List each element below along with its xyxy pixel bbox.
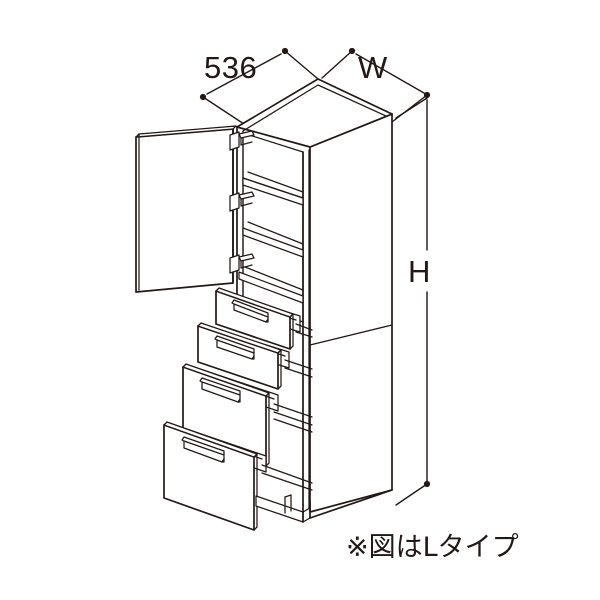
door-hinge-bottom [229, 253, 255, 274]
cabinet-shelf-bottom [238, 266, 304, 304]
dimension-label-depth: 536 [204, 50, 258, 85]
dimension-label-height: H [408, 254, 431, 289]
door-hinge-middle [229, 191, 255, 212]
cabinet-door-open[interactable] [135, 125, 237, 293]
cabinet-toe-kick [255, 489, 393, 523]
dimension-label-width: W [358, 50, 388, 85]
dimension-536 [199, 47, 319, 129]
drawer-1[interactable] [215, 287, 313, 350]
drawer-2[interactable] [197, 322, 313, 390]
figure-note: ※図はLタイプ [346, 532, 519, 563]
door-hinge-top [229, 130, 255, 151]
cabinet-shelf-lower [242, 221, 304, 258]
dimension-h [395, 97, 431, 506]
cabinet-right-side-panel [309, 113, 393, 513]
drawer-4[interactable] [163, 421, 313, 531]
cabinet-top-surface [236, 78, 393, 148]
cabinet-shelf-upper [242, 171, 304, 206]
